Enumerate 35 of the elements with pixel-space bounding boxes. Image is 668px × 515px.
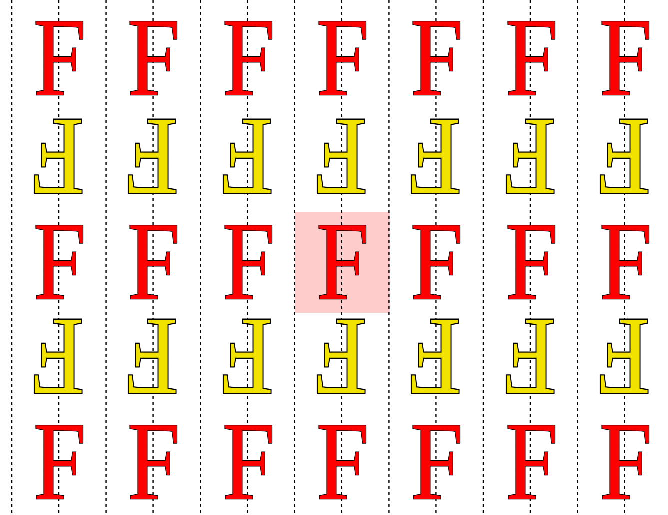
letter: F [34, 117, 84, 197]
letter: F [128, 117, 179, 197]
letter: F [128, 18, 179, 98]
letter: F [410, 18, 462, 98]
letter: F [34, 18, 84, 98]
letter: F [599, 117, 650, 197]
letter: F [316, 422, 368, 502]
letter: F [222, 422, 274, 502]
letter: F [128, 317, 179, 397]
letter: F [505, 317, 556, 397]
letter: F [410, 222, 462, 302]
letter: F [599, 317, 650, 397]
letter: F [34, 222, 84, 302]
letter: F [222, 222, 274, 302]
letter: F [410, 317, 462, 397]
letter: F [316, 222, 368, 302]
letter: F [316, 18, 368, 98]
letter: F [222, 317, 274, 397]
letter: F [316, 117, 368, 197]
letter: F [222, 117, 274, 197]
letter: F [128, 422, 179, 502]
letter: F [410, 117, 462, 197]
letter: F [34, 317, 84, 397]
letter: F [599, 422, 650, 502]
letter: F [128, 222, 179, 302]
letter: F [505, 222, 556, 302]
letter: F [599, 18, 650, 98]
letter: F [505, 18, 556, 98]
letter: F [599, 222, 650, 302]
letter: F [34, 422, 84, 502]
letter: F [222, 18, 274, 98]
letter: F [505, 117, 556, 197]
letter: F [410, 422, 462, 502]
letter: F [505, 422, 556, 502]
letter: F [316, 317, 368, 397]
